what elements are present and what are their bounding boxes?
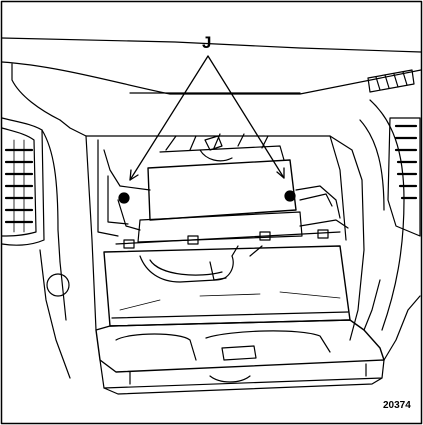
- glovebox-opening: [85, 135, 365, 341]
- fixing-points: [118, 190, 296, 204]
- internal-bracket-assembly: [103, 133, 349, 249]
- fixing-screw-left-icon: [118, 192, 130, 204]
- callout-label: J: [202, 33, 212, 52]
- right-air-vent: [359, 99, 421, 331]
- callout-arrow-left: [129, 55, 209, 181]
- fixing-screw-right-icon: [284, 190, 296, 202]
- dashboard-top: [1, 37, 422, 137]
- side-panel-lines: [39, 249, 421, 379]
- left-knob-icon: [46, 273, 70, 297]
- left-air-vent: [1, 117, 70, 321]
- top-right-vent: [367, 69, 415, 93]
- glovebox-tray: [95, 319, 385, 395]
- glovebox-lid: [103, 245, 351, 327]
- figure-number: 20374: [383, 400, 411, 411]
- callout-arrows: [129, 55, 285, 181]
- callout-arrow-right: [207, 55, 285, 179]
